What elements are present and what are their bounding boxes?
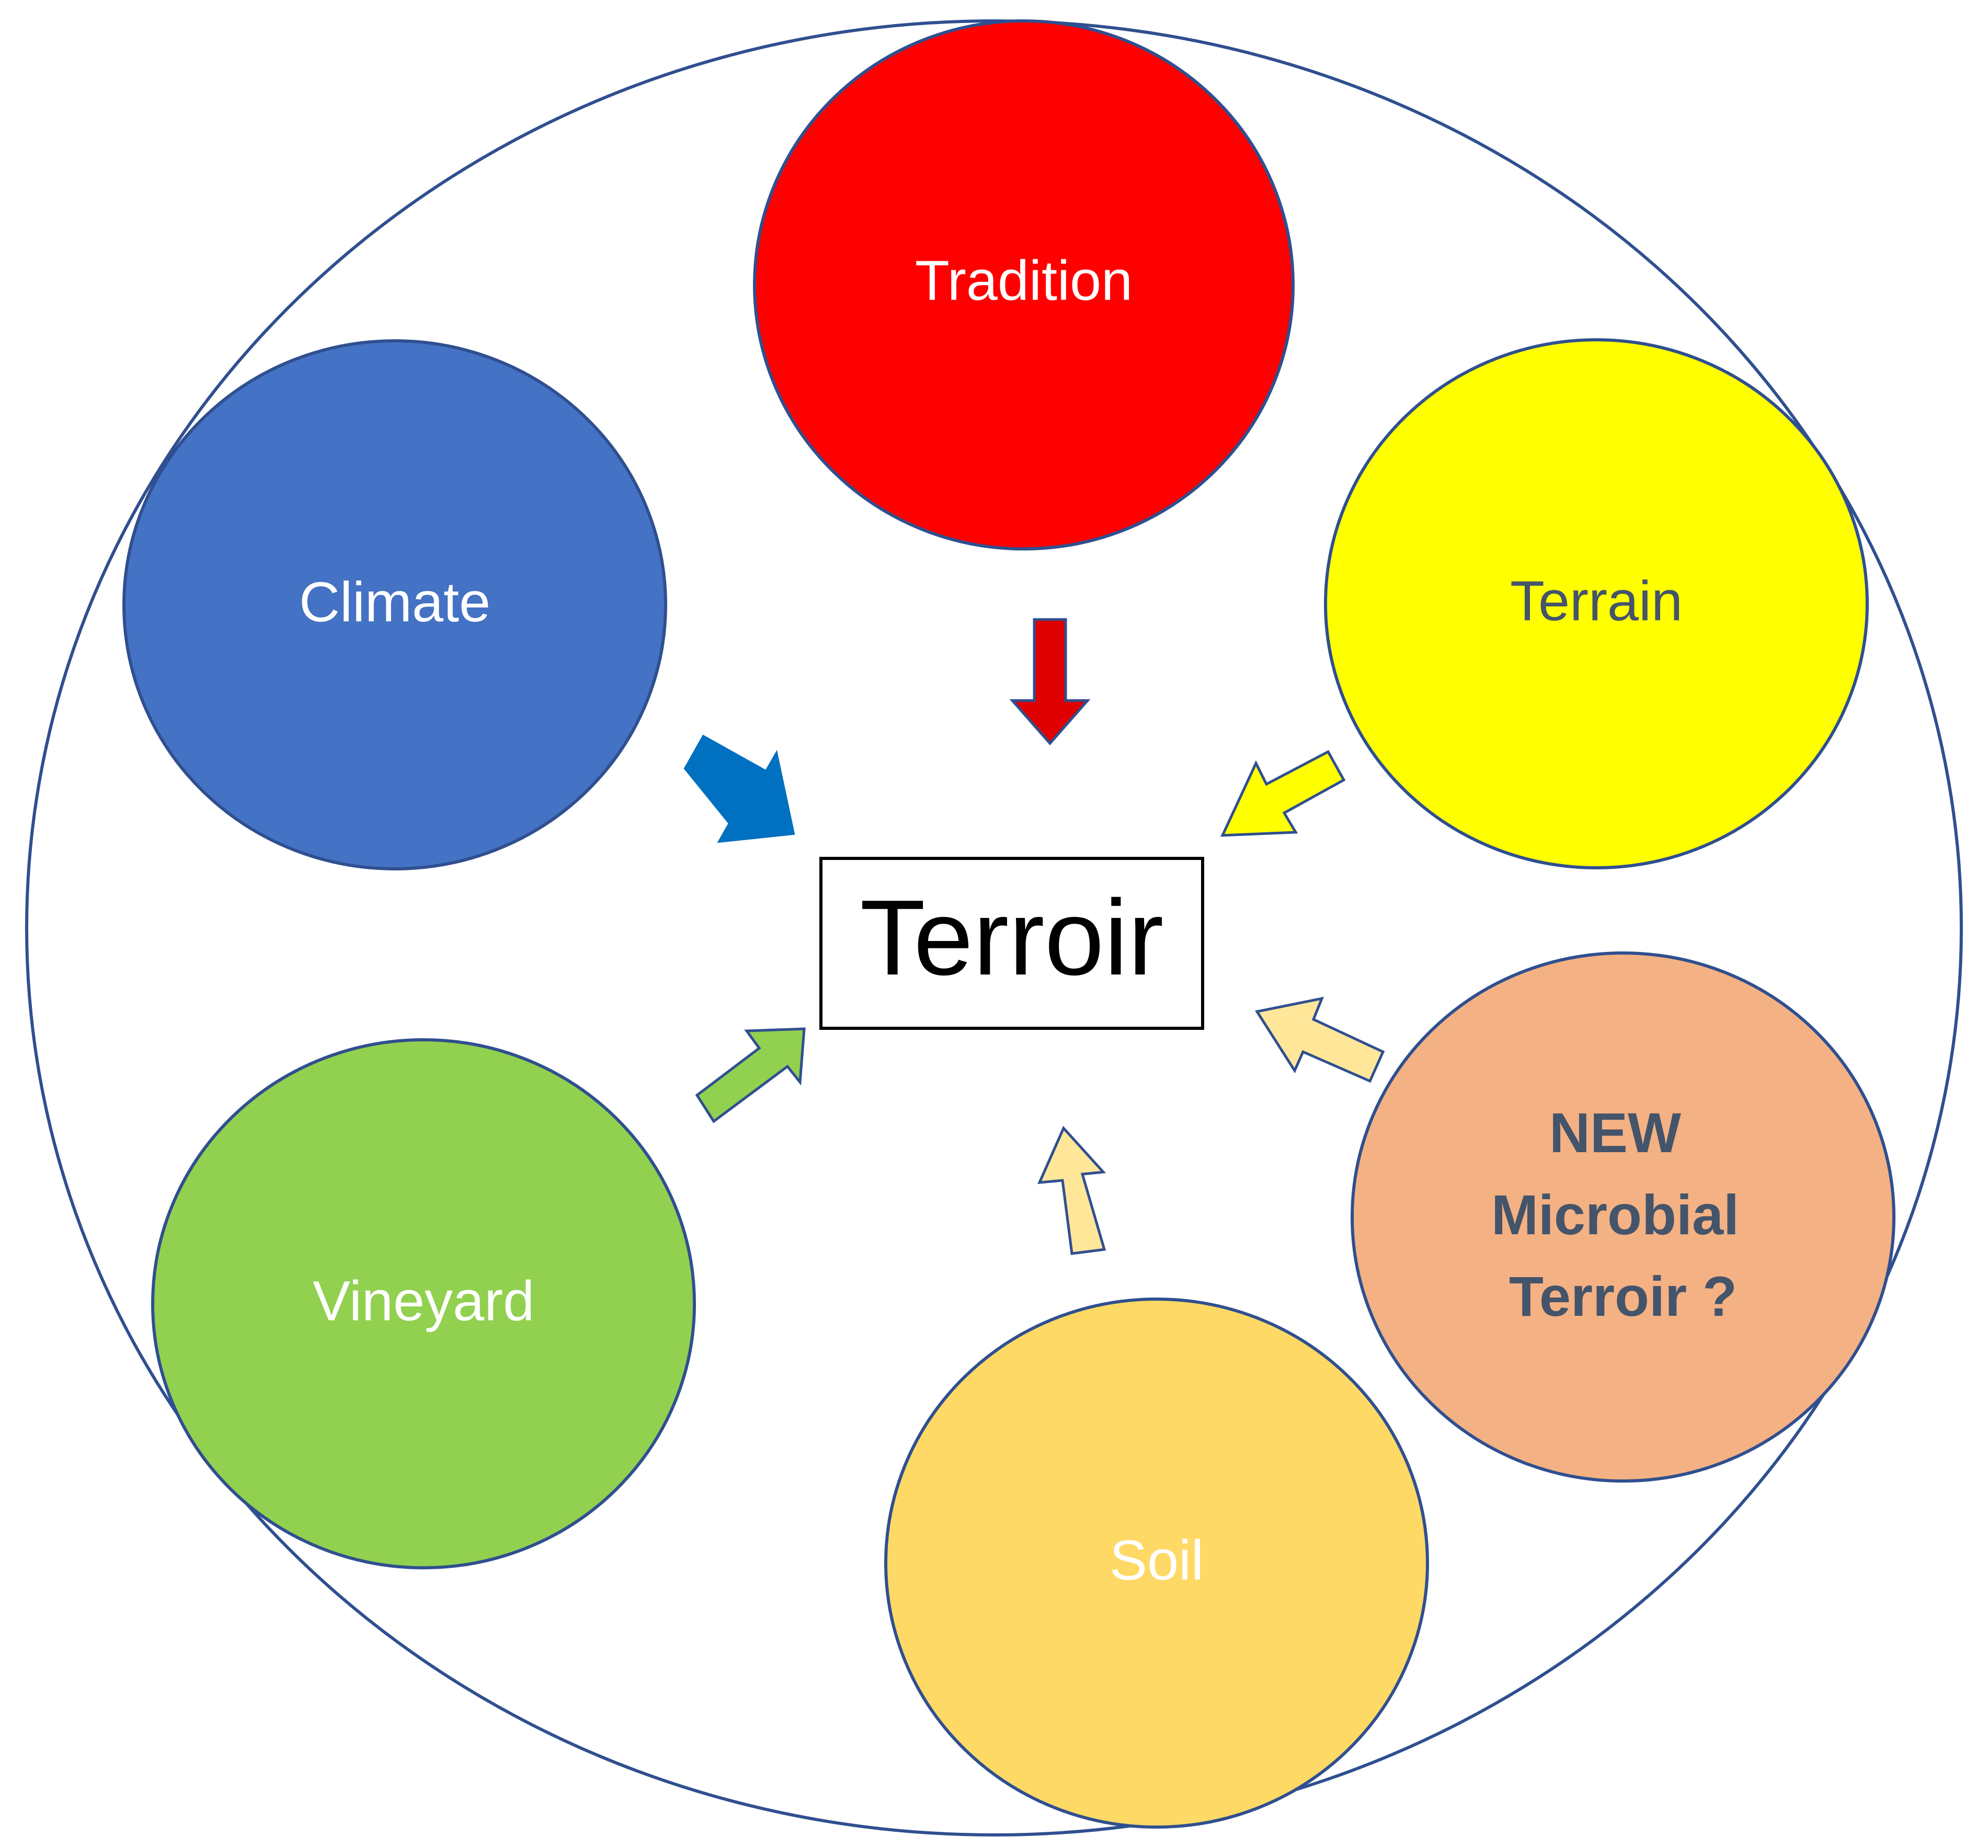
microbial-label-line-1: NEW — [1549, 1101, 1681, 1164]
tradition-circle — [753, 19, 1295, 550]
terroir-box — [819, 857, 1204, 1030]
arrow-vineyard — [695, 1027, 806, 1123]
node-soil: Soil — [884, 1298, 1429, 1829]
microbial-label-line-2: Microbial — [1491, 1183, 1739, 1246]
climate-circle — [122, 339, 667, 870]
arrow-soil — [1037, 1126, 1106, 1255]
outer-circle — [25, 19, 1963, 1836]
node-climate: Climate — [122, 339, 667, 870]
microbial-label: NEW Microbial Terroir ? — [1491, 1101, 1755, 1328]
soil-label: Soil — [1110, 1529, 1204, 1592]
microbial-circle — [1351, 951, 1895, 1483]
arrow-terrain — [1220, 750, 1346, 837]
microbial-label-line-3: Terroir ? — [1509, 1265, 1737, 1328]
node-terrain: Terrain — [1324, 338, 1869, 869]
node-microbial-terroir: NEW Microbial Terroir ? — [1351, 951, 1895, 1483]
tradition-label: Tradition — [915, 249, 1133, 312]
vineyard-circle — [151, 1038, 696, 1569]
arrow-climate — [683, 734, 795, 843]
node-vineyard: Vineyard — [151, 1038, 696, 1569]
terroir-label: Terroir — [860, 878, 1164, 997]
arrow-microbial — [1254, 996, 1385, 1083]
arrow-tradition — [1009, 618, 1091, 745]
soil-circle — [884, 1298, 1429, 1829]
center-terroir: Terroir — [819, 857, 1204, 1030]
vineyard-label: Vineyard — [313, 1269, 534, 1333]
node-tradition: Tradition — [753, 19, 1295, 550]
terrain-circle — [1324, 338, 1869, 869]
climate-label: Climate — [299, 570, 490, 634]
terrain-label: Terrain — [1510, 569, 1683, 633]
